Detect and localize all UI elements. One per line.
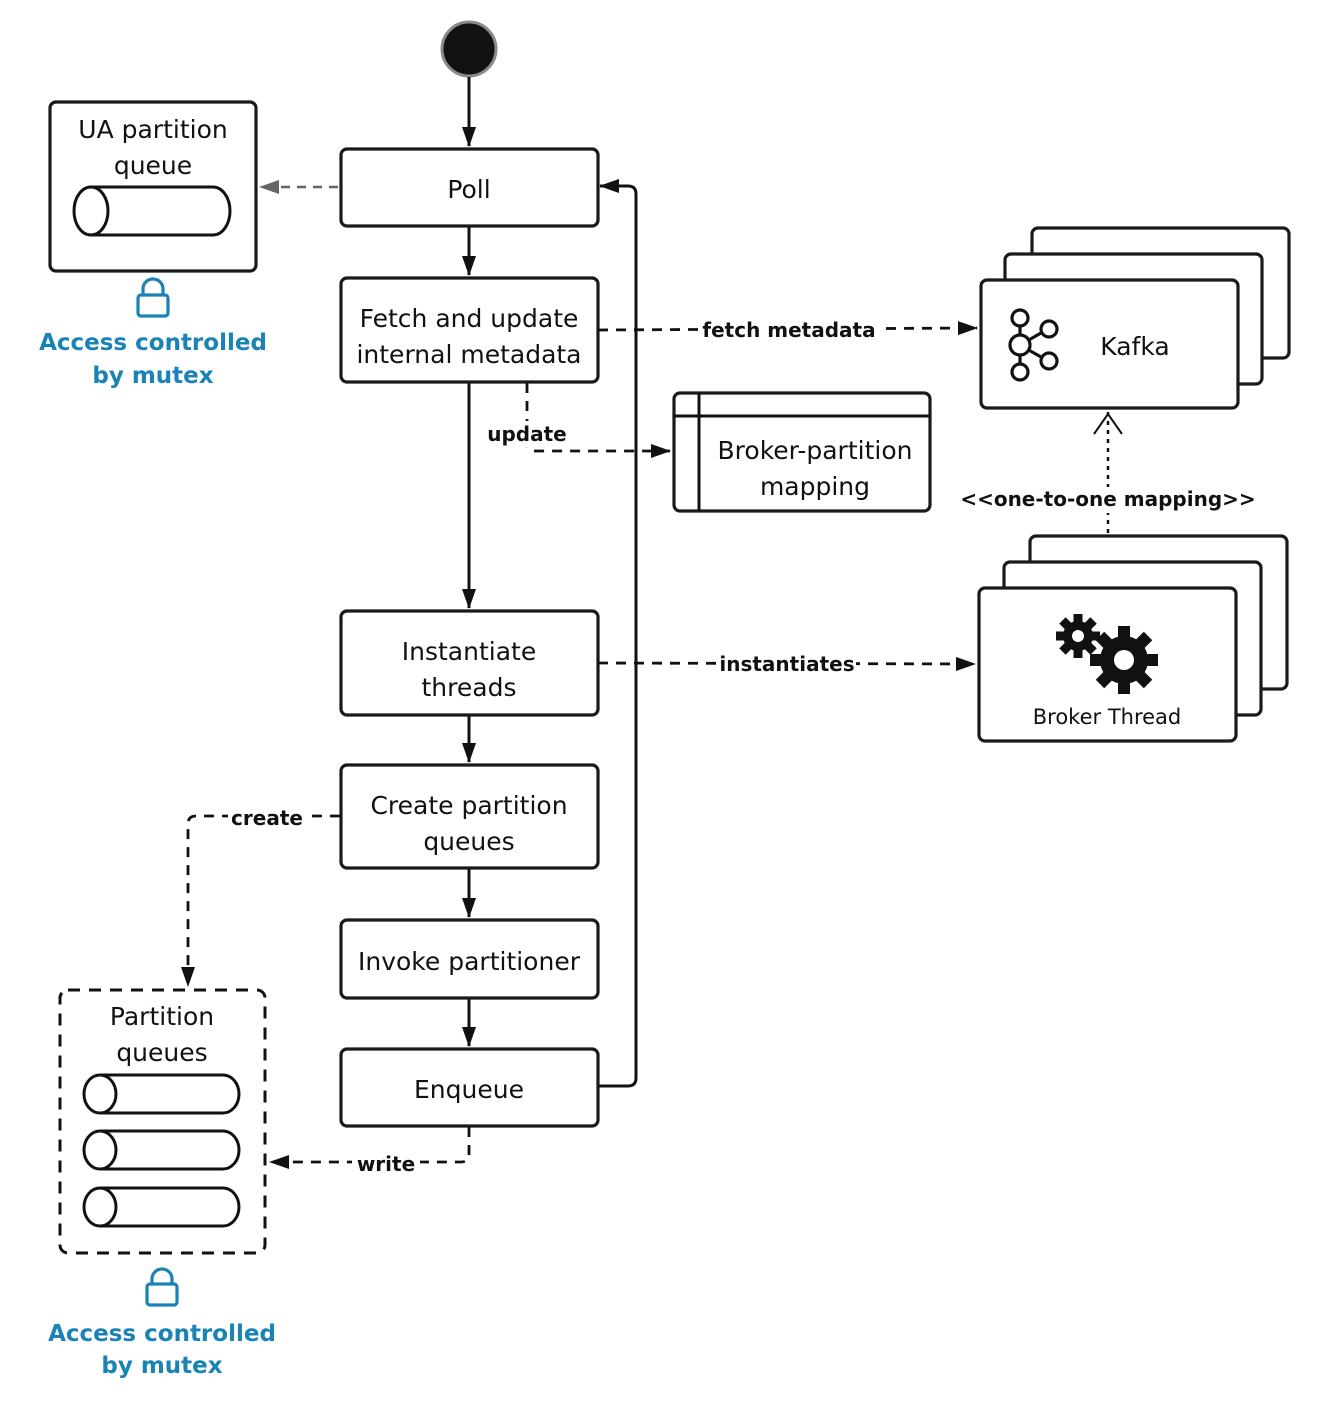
ua-partition-queue-box: UA partition queue: [48, 100, 258, 273]
edge-create-queues: [181, 814, 340, 987]
node-invoke-label: Invoke partitioner: [358, 947, 581, 976]
kafka-node-stack: Kafka: [979, 226, 1291, 410]
open-arrow-up: [1093, 412, 1123, 435]
kafka-icon: [1008, 308, 1059, 382]
broker-partition-mapping-box: Broker-partition mapping: [672, 391, 932, 513]
main-flow-edges: [462, 77, 638, 1088]
edge-label-bg: [718, 650, 856, 676]
node-fetch-metadata: Fetch and update internal metadata: [339, 276, 600, 384]
edge-label-create: create: [231, 806, 303, 830]
broker-mapping-label-1: Broker-partition: [718, 436, 913, 465]
queue-cylinder-icon: [82, 1073, 241, 1115]
kafka-label: Kafka: [1100, 332, 1169, 361]
mutex-label-bottom-1: Access controlled: [48, 1321, 276, 1347]
partition-queues-box: Partition queues: [58, 988, 267, 1255]
node-invoke-partitioner: Invoke partitioner: [339, 918, 600, 1000]
partition-queues-label-2: queues: [116, 1038, 207, 1067]
node-instantiate-threads: Instantiate threads: [339, 609, 600, 717]
node-create-partition-queues: Create partition queues: [339, 763, 600, 870]
start-node-icon: [440, 20, 498, 78]
node-instantiate-label-1: Instantiate: [402, 637, 536, 666]
node-fetch-label-1: Fetch and update: [360, 304, 579, 333]
node-instantiate-label-2: threads: [422, 673, 517, 702]
broker-thread-label: Broker Thread: [1033, 705, 1182, 729]
edge-label-write: write: [357, 1152, 415, 1176]
mutex-label-bottom-2: by mutex: [101, 1353, 222, 1379]
edge-label-fetch-metadata: fetch metadata: [702, 318, 875, 342]
gears-icon: [1056, 614, 1158, 694]
edge-label-bg: [966, 487, 1250, 513]
node-poll: Poll: [339, 147, 600, 228]
mutex-label-top-1: Access controlled: [39, 330, 267, 356]
queue-cylinder-icon: [72, 185, 232, 237]
ua-queue-label-2: queue: [114, 151, 192, 180]
partition-queues-label-1: Partition: [110, 1002, 214, 1031]
mutex-label-top-2: by mutex: [92, 363, 213, 389]
ua-queue-label-1: UA partition: [78, 115, 227, 144]
queue-cylinder-icon: [82, 1186, 241, 1228]
edge-label-bg: [228, 804, 306, 830]
queue-cylinder-icon: [82, 1129, 241, 1171]
edge-label-bg: [700, 316, 878, 342]
broker-thread-stack: Broker Thread: [977, 534, 1289, 743]
node-enqueue-label: Enqueue: [414, 1075, 524, 1104]
node-poll-label: Poll: [447, 175, 490, 204]
node-create-label-1: Create partition: [370, 791, 567, 820]
node-enqueue: Enqueue: [339, 1047, 600, 1128]
lock-icon: [145, 1267, 179, 1307]
edge-write-queues: [269, 1127, 471, 1169]
edge-label-instantiates: instantiates: [719, 652, 854, 676]
node-fetch-label-2: internal metadata: [356, 340, 581, 369]
edge-label-one-to-one: <<one-to-one mapping>>: [960, 487, 1255, 511]
edge-label-bg: [485, 421, 569, 447]
broker-mapping-label-2: mapping: [760, 472, 870, 501]
lock-icon: [136, 277, 170, 318]
edge-label-update: update: [487, 422, 567, 446]
edge-enqueue-loop-to-poll: [598, 179, 638, 1088]
edge-label-bg: [352, 1150, 420, 1176]
node-create-label-2: queues: [423, 827, 514, 856]
